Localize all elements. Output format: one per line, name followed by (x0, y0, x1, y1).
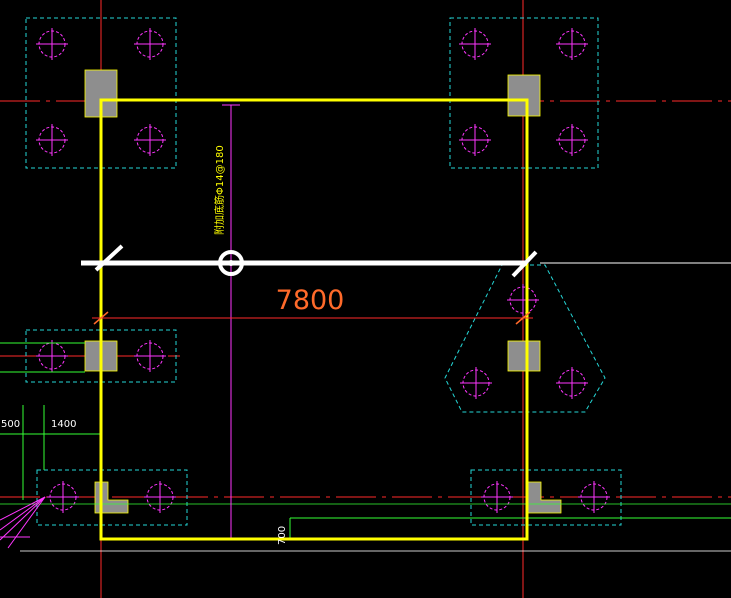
dim-label-left-outer: 500 (1, 419, 20, 430)
pile (36, 28, 68, 60)
main-dimension-tick-right (515, 311, 531, 325)
pile-caps (25, 17, 622, 526)
additional-rebar[interactable] (81, 244, 538, 278)
leader-arrows (0, 496, 46, 549)
pile (507, 284, 539, 316)
pile (36, 124, 68, 156)
pile (134, 28, 166, 60)
pile (459, 124, 491, 156)
dim-label-left-inner: 1400 (51, 419, 76, 430)
pile (578, 481, 610, 513)
pile-cap-bottom-left (36, 469, 188, 526)
pile (556, 367, 588, 399)
pile (36, 340, 68, 372)
pile (481, 481, 513, 513)
dimension-lines (0, 342, 731, 540)
pile (134, 340, 166, 372)
main-dimension-label: 7800 (276, 285, 345, 316)
dim-label-bottom-vertical: 700 (277, 526, 288, 545)
pile (144, 481, 176, 513)
main-dimension: 7800 (92, 285, 533, 325)
rebar-note: 附加底筋Φ14@180 (213, 145, 226, 235)
main-dimension-tick-left (93, 311, 109, 325)
rebar-end-tick-right (511, 250, 538, 278)
pile (556, 124, 588, 156)
column-bottom-right (527, 481, 562, 514)
column-bottom-left (94, 481, 129, 514)
pile-cap-bottom-right (470, 469, 622, 526)
column-top-right (507, 74, 541, 117)
pile-cap-triangle (444, 264, 606, 413)
rebar-marker-dot (228, 260, 234, 266)
pile (459, 28, 491, 60)
pile (47, 481, 79, 513)
column-mid-right (507, 340, 541, 372)
rebar-end-tick-left (94, 244, 124, 272)
pile (556, 28, 588, 60)
raft-outline[interactable] (99, 98, 529, 541)
pile (460, 367, 492, 399)
pile (134, 124, 166, 156)
rebar-marker-circle[interactable] (218, 250, 244, 276)
pile-cap-top-right (449, 17, 599, 169)
